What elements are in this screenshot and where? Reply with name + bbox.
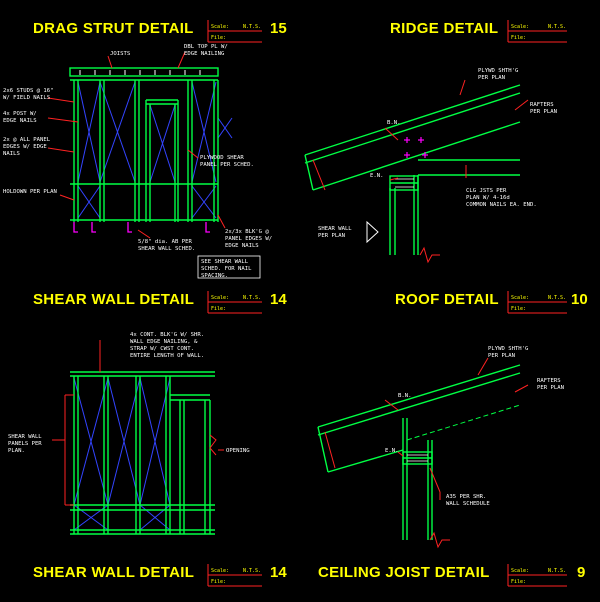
note-cont-2: WALL EDGE NAILING, & [130, 339, 198, 345]
note-cont-1: 4x CONT. BLK'G W/ SHR. [130, 332, 204, 338]
ridge-detail-drawing: PLYWD SHTH'G PER PLAN RAFTERS PER PLAN B… [304, 68, 557, 264]
note-top-plate-1: DBL TOP PL W/ [184, 44, 228, 50]
note-bn: B.N. [398, 393, 411, 399]
title-block-shear-wall-2: SHEAR WALL DETAIL Scale: N.T.S. File: 14 [33, 564, 287, 587]
note-plywood-1: PLYWOOD SHEAR [200, 155, 244, 161]
note-plywd-1: PLYWD SHTH'G [488, 346, 529, 352]
note-opening: OPENING [226, 448, 250, 454]
detail-number: 15 [270, 20, 287, 37]
detail-title: CEILING JOIST DETAIL [318, 564, 490, 581]
note-shear-1: SHEAR WALL [318, 226, 352, 232]
file-label: File: [211, 306, 226, 312]
note-clg-2: PLAN W/ 4-16d [466, 195, 510, 201]
note-plywd-2: PER PLAN [478, 75, 505, 81]
scale-label: Scale: [211, 295, 229, 301]
note-bn: B.N. [387, 120, 400, 126]
note-studs-1: 2x6 STUDS @ 16" [3, 88, 54, 94]
file-label: File: [211, 35, 226, 41]
ceiling-joist-detail-drawing: PLYWD SHTH'G PER PLAN RAFTERS PER PLAN B… [317, 346, 564, 549]
note-post-2: EDGE NAILS [3, 118, 37, 124]
note-clg-3: COMMON NAILS EA. END. [466, 202, 537, 208]
scale-value: N.T.S. [548, 295, 566, 301]
detail-title: SHEAR WALL DETAIL [33, 291, 194, 308]
note-plywood-2: PANEL PER SCHED. [200, 162, 254, 168]
detail-number: 10 [571, 291, 588, 308]
note-studs-2: W/ FIELD NAILS [3, 95, 50, 101]
scale-value: N.T.S. [548, 568, 566, 574]
detail-title: DRAG STRUT DETAIL [33, 20, 194, 37]
title-block-shear-wall-1: SHEAR WALL DETAIL Scale: N.T.S. File: 14 [33, 291, 287, 314]
scale-label: Scale: [511, 295, 529, 301]
detail-number: 9 [577, 564, 585, 581]
scale-value: N.T.S. [243, 568, 261, 574]
svg-text:EDGE NAILING: EDGE NAILING [184, 51, 225, 57]
note-cont-4: ENTIRE LENGTH OF WALL. [130, 353, 204, 359]
file-label: File: [511, 35, 526, 41]
note-panels-3: PLAN. [8, 448, 25, 454]
note-a35-1: A35 PER SHR. [446, 494, 486, 500]
note-post-1: 4x POST W/ [3, 111, 37, 117]
detail-title: RIDGE DETAIL [390, 20, 498, 37]
detail-title: ROOF DETAIL [395, 291, 499, 308]
note-blkg-2: PANEL EDGES W/ [225, 236, 272, 242]
scale-value: N.T.S. [243, 24, 261, 30]
note-holdown: HOLDOWN PER PLAN [3, 189, 57, 195]
note-clg-1: CLG JSTS PER [466, 188, 507, 194]
note-shear-2: PER PLAN [318, 233, 345, 239]
file-label: File: [211, 579, 226, 585]
note-joists: JOISTS [110, 51, 130, 57]
note-panel-edges-3: NAILS [3, 151, 20, 157]
note-see-3: SPACING. [201, 273, 228, 279]
scale-value: N.T.S. [243, 295, 261, 301]
scale-label: Scale: [511, 568, 529, 574]
title-block-roof: ROOF DETAIL Scale: N.T.S. File: 10 [395, 291, 588, 314]
note-rafters-2: PER PLAN [530, 109, 557, 115]
scale-label: Scale: [511, 24, 529, 30]
detail-number: 14 [270, 564, 287, 581]
title-block-drag-strut: DRAG STRUT DETAIL Scale: N.T.S. File: 15 [33, 20, 287, 43]
note-a35-2: WALL SCHEDULE [446, 501, 490, 507]
file-label: File: [511, 579, 526, 585]
note-panel-edges-2: EDGES W/ EDGE [3, 144, 47, 150]
note-panels-2: PANELS PER [8, 441, 42, 447]
scale-label: Scale: [211, 24, 229, 30]
note-rafters-1: RAFTERS [537, 378, 561, 384]
note-blkg-1: 2x/3x BLK'G @ [225, 229, 269, 235]
note-see-2: SCHED. FOR NAIL [201, 266, 252, 272]
note-rafters-2: PER PLAN [537, 385, 564, 391]
scale-label: Scale: [211, 568, 229, 574]
svg-text:DBL TOP PL W/: DBL TOP PL W/ [184, 44, 228, 50]
title-block-ceiling-joist: CEILING JOIST DETAIL Scale: N.T.S. File:… [318, 564, 585, 587]
note-cont-3: STRAP W/ CWST CONT. [130, 346, 194, 352]
note-panel-edges-1: 2x @ ALL PANEL [3, 137, 51, 143]
note-en: E.N. [370, 173, 383, 179]
scale-value: N.T.S. [548, 24, 566, 30]
note-plywd-2: PER PLAN [488, 353, 515, 359]
title-block-ridge: RIDGE DETAIL Scale: N.T.S. File: [390, 20, 567, 43]
note-plywd-1: PLYWD SHTH'G [478, 68, 519, 74]
note-anchor-2: SHEAR WALL SCHED. [138, 246, 195, 252]
detail-number: 14 [270, 291, 287, 308]
drag-strut-detail-drawing: JOISTS DBL TOP PL W/ EDGE NAILING 2x6 ST… [3, 44, 272, 279]
note-blkg-3: EDGE NAILS [225, 243, 259, 249]
note-top-plate-2: EDGE NAILING [184, 51, 225, 57]
file-label: File: [511, 306, 526, 312]
note-en: E.N. [385, 448, 398, 454]
note-anchor-1: 5/8" dia. AB PER [138, 239, 193, 245]
note-panels-1: SHEAR WALL [8, 434, 42, 440]
detail-title: SHEAR WALL DETAIL [33, 564, 194, 581]
shear-wall-detail-drawing: 4x CONT. BLK'G W/ SHR. WALL EDGE NAILING… [8, 332, 250, 535]
note-see-1: SEE SHEAR WALL [201, 259, 249, 265]
note-rafters-1: RAFTERS [530, 102, 554, 108]
